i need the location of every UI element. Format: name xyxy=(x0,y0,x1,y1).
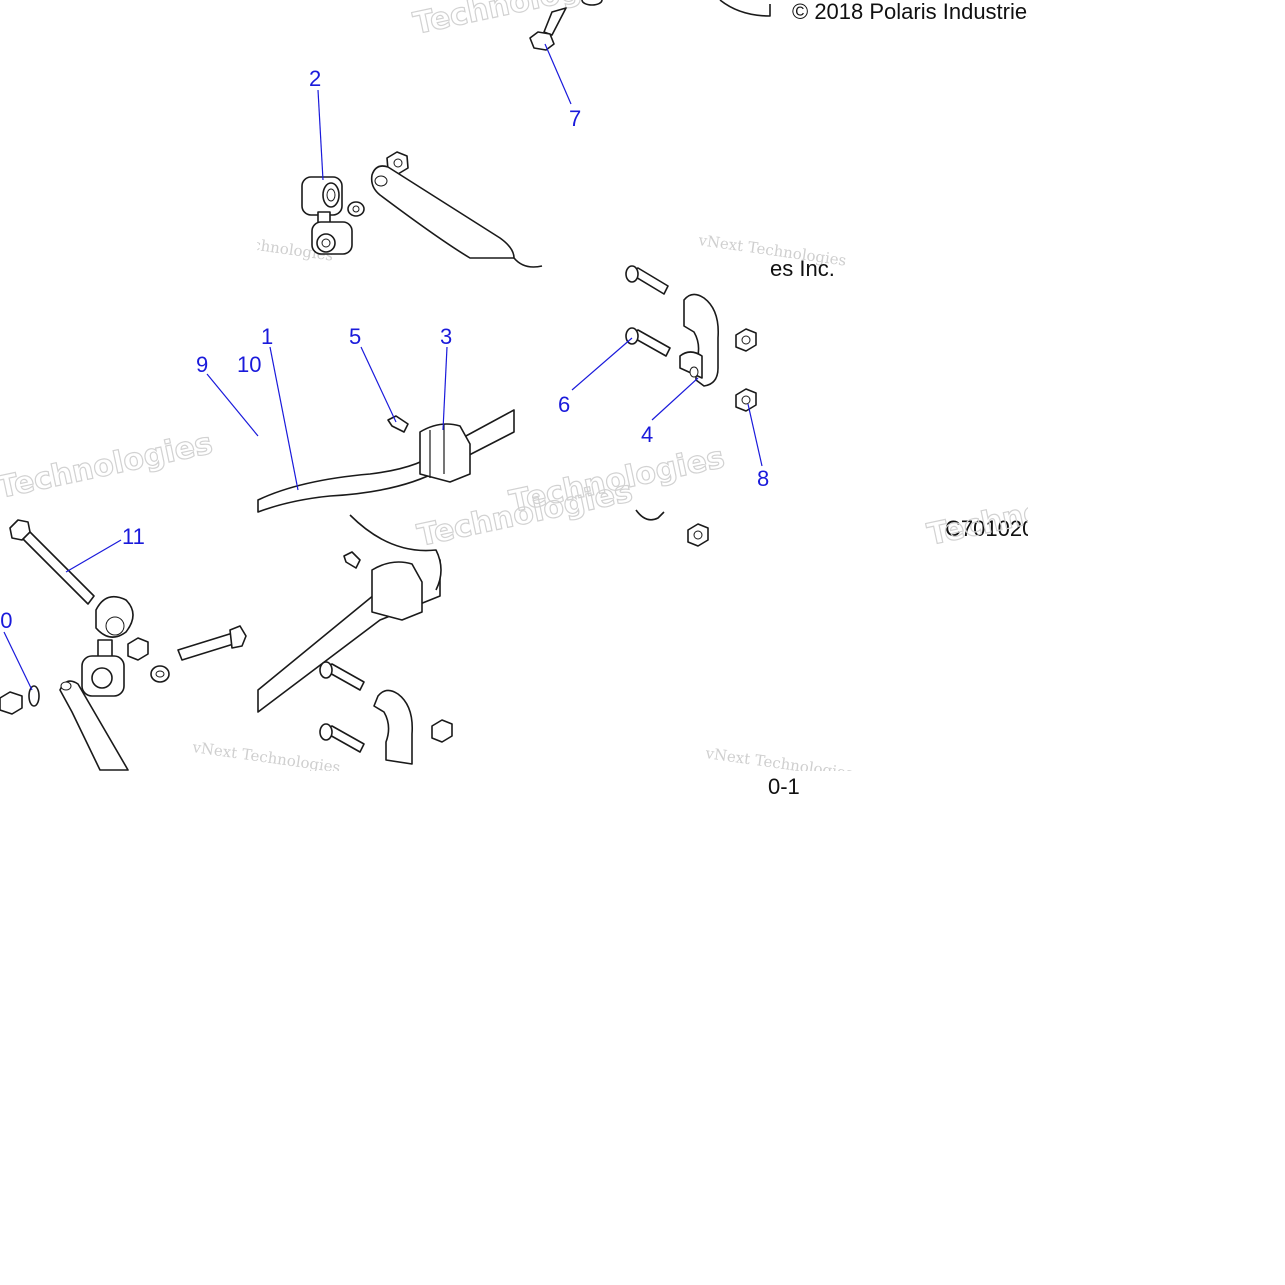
watermark-big: Technologies xyxy=(410,0,631,42)
callout-2: 2 xyxy=(309,66,321,91)
callout-6: 6 xyxy=(558,392,570,417)
callout-9: 9 xyxy=(196,352,208,377)
callout-1: 1 xyxy=(261,324,273,349)
stabilizer-link-lower xyxy=(0,519,247,771)
callout-3: 3 xyxy=(440,324,452,349)
callouts: 2 7 1 5 3 9 10 6 4 8 11 10 xyxy=(0,66,769,633)
copyright-fragment: es Inc. xyxy=(770,256,835,281)
stabilizer-link-upper xyxy=(301,0,771,259)
bushing-clamp-group xyxy=(513,257,757,547)
watermark-big: Technologies xyxy=(0,426,216,506)
callout-8: 8 xyxy=(757,466,769,491)
callout-11: 11 xyxy=(122,524,145,549)
callout-7: 7 xyxy=(569,106,581,131)
callout-10: 10 xyxy=(237,352,261,377)
callout-10-lower: 10 xyxy=(0,608,12,633)
drawing-id-fragment: 0-1 xyxy=(768,774,800,799)
leader-lines xyxy=(3,43,763,691)
callout-5: 5 xyxy=(349,324,361,349)
callout-4: 4 xyxy=(641,422,653,447)
sway-bar-main xyxy=(257,409,515,765)
watermark-text: vNext Technologies xyxy=(190,738,341,777)
